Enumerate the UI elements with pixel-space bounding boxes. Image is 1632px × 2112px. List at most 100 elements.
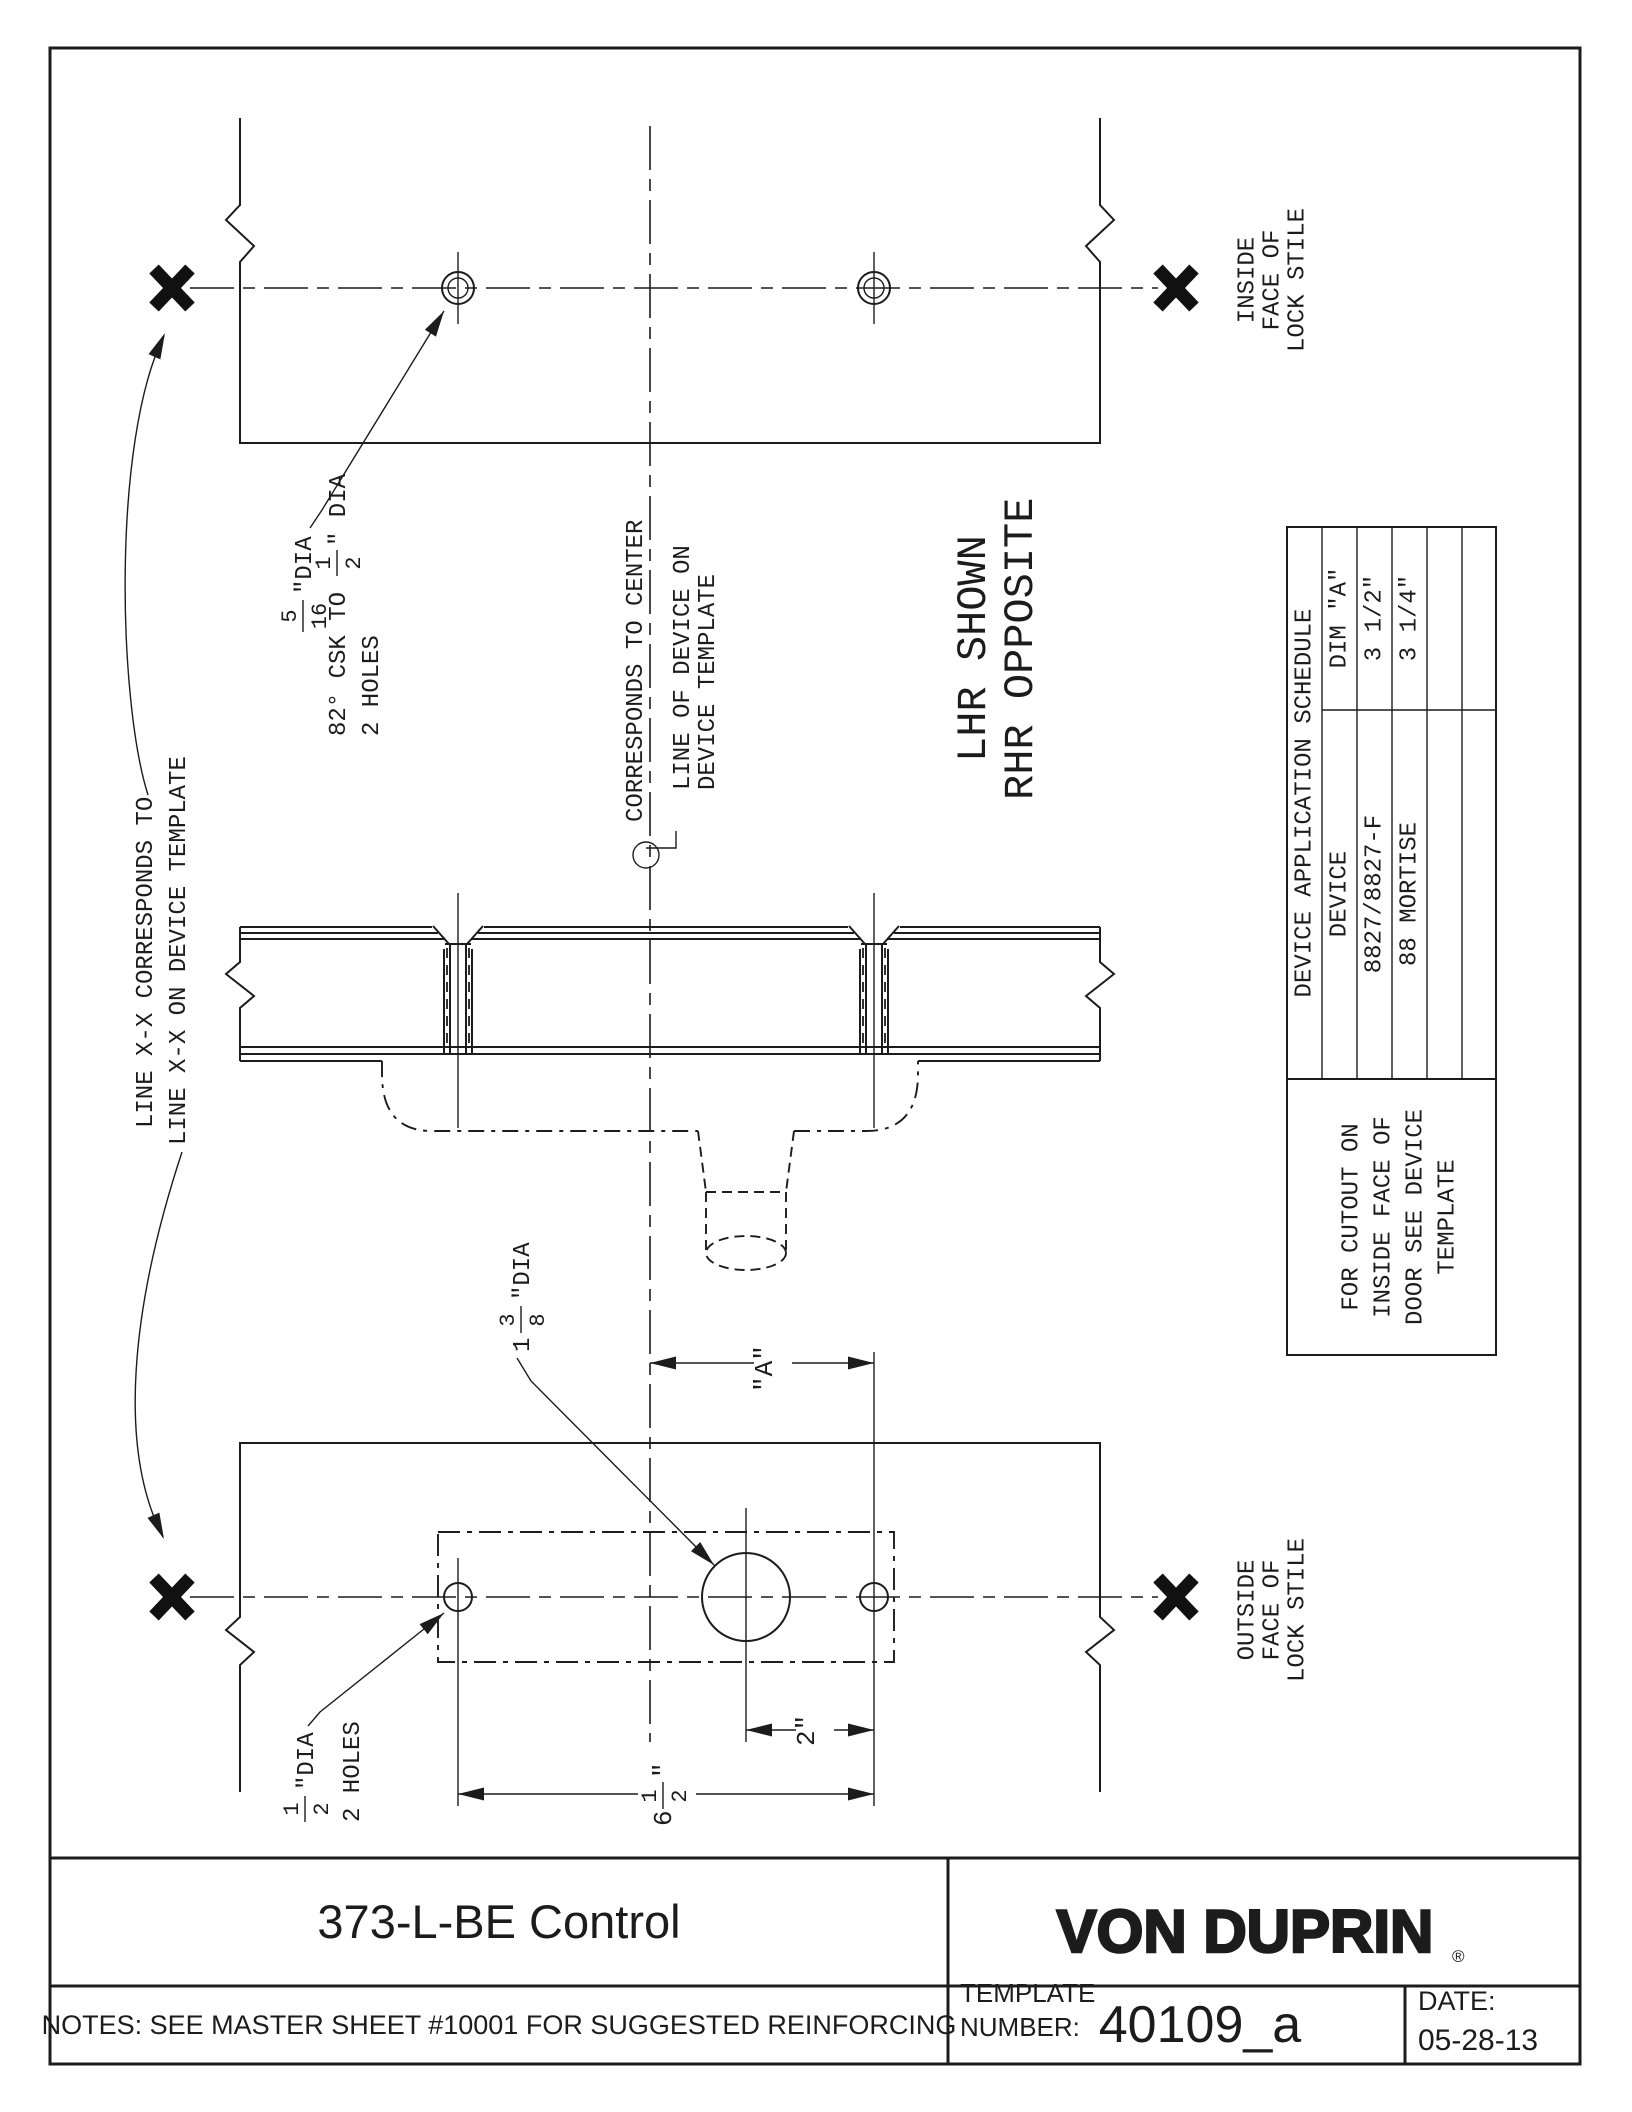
- handing-note: LHR SHOWN RHR OPPOSITE: [950, 498, 1045, 800]
- dia-suffix: "DIA: [292, 536, 319, 594]
- centerline-note: CORRESPONDS TO CENTER LINE OF DEVICE ON …: [623, 520, 722, 869]
- leader-to-top-x: [124, 335, 165, 796]
- outside-face-label: OUTSIDE FACE OF LOCK STILE: [1235, 1538, 1312, 1682]
- inside-face-line2: FACE OF: [1260, 230, 1287, 331]
- line-x-x-note: LINE X-X CORRESPONDS TO LINE X-X ON DEVI…: [124, 333, 193, 1539]
- schedule-row2-dim: 3 1/4": [1397, 575, 1424, 661]
- title-block: 373-L-BE Control NOTES: SEE MASTER SHEET…: [42, 1856, 1580, 2064]
- inside-face-line1: INSIDE: [1235, 237, 1262, 323]
- frac-numerator: 1: [638, 1789, 663, 1802]
- countersink-note-line1: 5 16 "DIA: [278, 536, 333, 632]
- countersunk-hole-left: [441, 252, 475, 324]
- schedule-header-dim: DIM "A": [1327, 568, 1354, 669]
- dim-two-text: 2": [792, 1715, 822, 1746]
- screw-centerlines: [457, 893, 875, 1128]
- brand-logo: VON DUPRIN: [1057, 1898, 1434, 1965]
- frac-numerator: 5: [278, 609, 303, 622]
- countersink-note-line2: 82° CSK TO 1 2 " DIA: [312, 473, 367, 736]
- dia-suffix: " DIA: [326, 473, 353, 546]
- outside-face-line2: FACE OF: [1260, 1560, 1287, 1661]
- whole-number: 1: [510, 1338, 537, 1352]
- schedule-header-device: DEVICE: [1327, 851, 1354, 937]
- cylinder-hole-note-text: 1 3 8 "DIA: [496, 1242, 551, 1352]
- inch-mark: ": [649, 1762, 679, 1778]
- drawing-title: 373-L-BE Control: [317, 1895, 680, 1948]
- leader-to-bottom-x: [134, 1151, 183, 1538]
- cutout-note-line3: DOOR SEE DEVICE: [1403, 1109, 1430, 1325]
- notes-text: NOTES: SEE MASTER SHEET #10001 FOR SUGGE…: [42, 2010, 957, 2040]
- cutout-note-box: [1286, 1078, 1497, 1356]
- dim-six-text: 6 1 2 ": [638, 1762, 693, 1826]
- dim-a-text: "A": [750, 1345, 780, 1392]
- frac-denominator: 2: [310, 1802, 335, 1815]
- dim-a: "A": [650, 1345, 874, 1392]
- dim-arrow-left: [746, 1723, 772, 1737]
- stile-outline-bottom-view: [224, 1442, 1116, 1792]
- dim-arrow-left: [458, 1787, 484, 1801]
- device-footprint-hidden: [437, 1531, 895, 1663]
- leader-arrow-top: [148, 333, 165, 360]
- dia-suffix: "DIA: [294, 1732, 321, 1790]
- handing-line2: RHR OPPOSITE: [997, 498, 1045, 800]
- inside-face-line3: LOCK STILE: [1285, 208, 1312, 352]
- x-marker-bottom-right: [1153, 1573, 1199, 1621]
- countersunk-hole-right: [857, 252, 891, 324]
- holes-count: 2 HOLES: [340, 1721, 367, 1822]
- date-value: 05-28-13: [1418, 2024, 1538, 2057]
- title-block-grid: [50, 1856, 1580, 2064]
- dim-arrow-right: [848, 1787, 874, 1801]
- frac-denominator: 2: [668, 1789, 693, 1802]
- centerline-symbol: [632, 831, 677, 869]
- xline-note-line2: LINE X-X ON DEVICE TEMPLATE: [166, 756, 193, 1145]
- countersink-note-line3: 2 HOLES: [359, 635, 386, 736]
- handing-line1: LHR SHOWN: [950, 535, 998, 762]
- whole-number: 6: [649, 1810, 679, 1826]
- dim-six-half-inch: 6 1 2 ": [458, 1762, 874, 1826]
- outside-face-line1: OUTSIDE: [1235, 1560, 1262, 1661]
- mounting-holes-note: 1 2 "DIA 2 HOLES: [280, 1612, 445, 1822]
- holes-count: 2 HOLES: [359, 635, 386, 736]
- leader-line: [309, 310, 445, 529]
- top-view-inside-face: [149, 118, 1199, 444]
- frac-numerator: 1: [280, 1802, 305, 1815]
- cutout-note-line4: TEMPLATE: [1435, 1159, 1462, 1274]
- leader-arrow: [691, 1542, 714, 1565]
- cylinder-hole-note: 1 3 8 "DIA: [496, 1242, 715, 1566]
- leader-arrow: [419, 1613, 444, 1635]
- dim-arrow-right: [848, 1356, 874, 1370]
- template-label-line2: NUMBER:: [960, 2012, 1080, 2042]
- section-view-door-edge: [224, 893, 1116, 1271]
- frac-denominator: 16: [308, 603, 333, 629]
- cutout-note-line2: INSIDE FACE OF: [1371, 1116, 1398, 1318]
- template-label-line1: TEMPLATE: [960, 1978, 1095, 2008]
- outside-face-line3: LOCK STILE: [1285, 1538, 1312, 1682]
- stile-outline-top-view: [224, 118, 1116, 444]
- xline-note-line1: LINE X-X CORRESPONDS TO: [133, 797, 160, 1128]
- cylinder-knob-hidden: [697, 1130, 795, 1271]
- frac-numerator: 3: [496, 1313, 521, 1326]
- knob-end-cap: [705, 1235, 787, 1271]
- sheet-border: [48, 46, 1582, 2066]
- date-label: DATE:: [1418, 1986, 1496, 2016]
- device-application-schedule: DEVICE APPLICATION SCHEDULE DIM "A" DEVI…: [1286, 526, 1497, 1356]
- door-skins-and-breaks: [224, 926, 1116, 1062]
- schedule-row1-dim: 3 1/2": [1362, 575, 1389, 661]
- leader-line: [307, 1612, 445, 1727]
- cutout-note-line1: FOR CUTOUT ON: [1339, 1123, 1366, 1310]
- frac-denominator: 8: [526, 1313, 551, 1326]
- dia-suffix: "DIA: [510, 1242, 537, 1300]
- leader-arrow: [424, 311, 444, 337]
- countersink-note: 5 16 "DIA 82° CSK TO 1 2 " DIA 2 HOLES: [278, 310, 445, 736]
- schedule-title: DEVICE APPLICATION SCHEDULE: [1292, 609, 1319, 998]
- bottom-view-outside-face: [149, 1352, 1199, 1806]
- leader-line: [516, 1357, 715, 1566]
- centerline-note-line3: DEVICE TEMPLATE: [695, 574, 722, 790]
- device-case-hidden-outline: [381, 1061, 919, 1132]
- x-marker-top-left: [149, 264, 195, 312]
- inside-face-label: INSIDE FACE OF LOCK STILE: [1235, 208, 1312, 352]
- hidden-screw-holes: [446, 948, 886, 1046]
- x-marker-top-right: [1153, 264, 1199, 312]
- csk-prefix: 82° CSK TO: [326, 592, 353, 736]
- leader-arrow-bottom: [147, 1512, 164, 1539]
